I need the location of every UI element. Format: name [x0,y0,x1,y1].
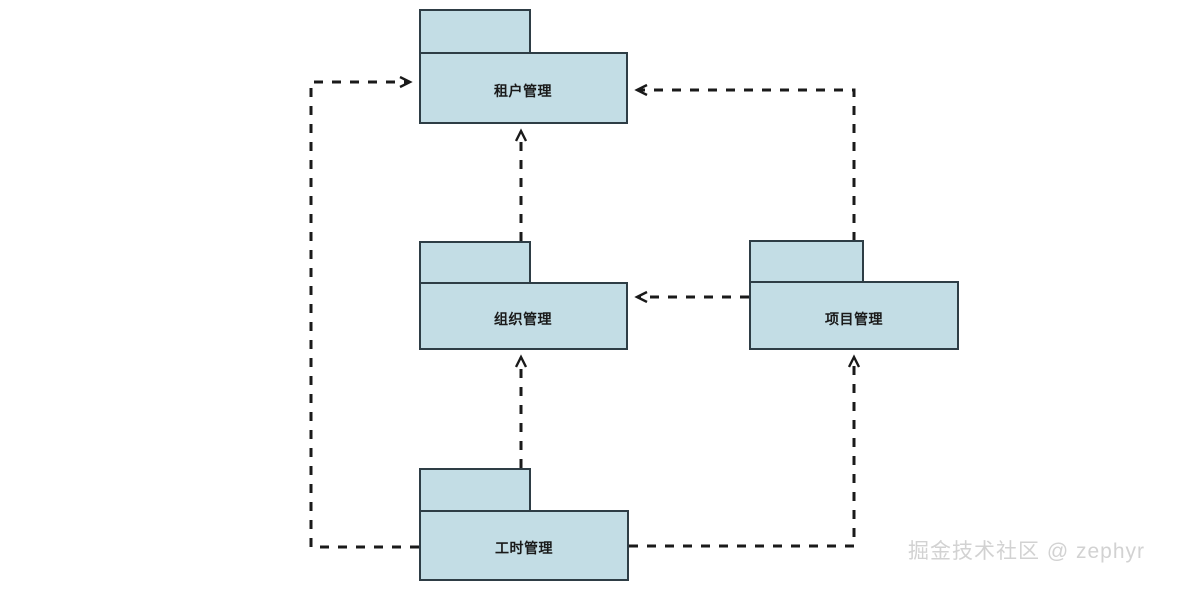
package-tab-tenant [419,9,531,54]
watermark-text: 掘金技术社区 @ zephyr [908,540,1146,563]
package-timesheet[interactable] [419,468,629,581]
dependency-timesheet-to-tenant [309,82,419,549]
package-body-timesheet [419,510,629,581]
package-body-tenant [419,52,628,124]
dependency-edges [309,82,856,549]
package-project[interactable] [749,240,959,350]
dependency-project-to-tenant [637,90,856,241]
package-tenant[interactable] [419,9,628,124]
dependency-timesheet-to-project [629,357,854,548]
package-organization[interactable] [419,241,628,350]
package-body-project [749,281,959,350]
package-tab-project [749,240,864,283]
package-shapes [419,9,959,581]
package-tab-timesheet [419,468,531,512]
package-body-organization [419,282,628,350]
package-tab-organization [419,241,531,284]
